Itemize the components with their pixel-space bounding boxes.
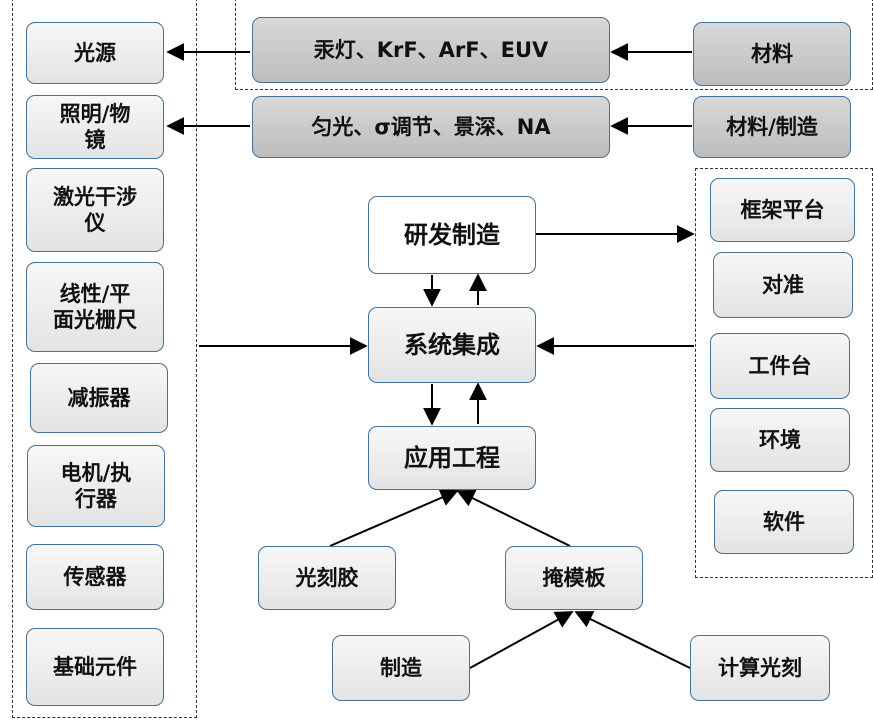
node-motor-actuator: 电机/执 行器 [27, 445, 165, 527]
node-grating-scale: 线性/平 面光栅尺 [26, 262, 164, 352]
node-system-integration: 系统集成 [368, 307, 536, 383]
node-material-1: 材料 [693, 22, 851, 86]
node-light-source-types: 汞灯、KrF、ArF、EUV [252, 17, 610, 83]
node-wafer-stage: 工件台 [710, 333, 850, 399]
node-application-engineering: 应用工程 [368, 426, 536, 490]
node-illumination-params: 匀光、σ调节、景深、NA [252, 96, 610, 158]
node-light-source: 光源 [26, 22, 164, 84]
node-photoresist: 光刻胶 [258, 546, 396, 610]
node-sensor: 传感器 [26, 544, 164, 610]
node-illumination-objective: 照明/物 镜 [26, 95, 164, 159]
node-software: 软件 [714, 490, 854, 554]
node-environment: 环境 [710, 408, 850, 472]
arrow-manufacturing-to-mask [469, 611, 574, 669]
node-manufacturing: 制造 [332, 635, 470, 701]
node-rd-manufacturing: 研发制造 [368, 196, 536, 274]
arrow-photoresist-to-application [329, 489, 459, 547]
node-alignment: 对准 [713, 252, 853, 318]
arrow-computational-to-mask [574, 611, 691, 669]
node-vibration-isolator: 减振器 [30, 363, 168, 433]
node-base-components: 基础元件 [26, 628, 164, 706]
node-frame-platform: 框架平台 [710, 178, 855, 242]
node-computational-lithography: 计算光刻 [690, 635, 830, 701]
node-material-manufacturing: 材料/制造 [693, 96, 851, 158]
node-laser-interferometer: 激光干涉 仪 [26, 168, 164, 252]
node-mask: 掩模板 [505, 546, 643, 610]
left-components-group [12, 0, 197, 718]
arrow-mask-to-application [456, 490, 571, 547]
